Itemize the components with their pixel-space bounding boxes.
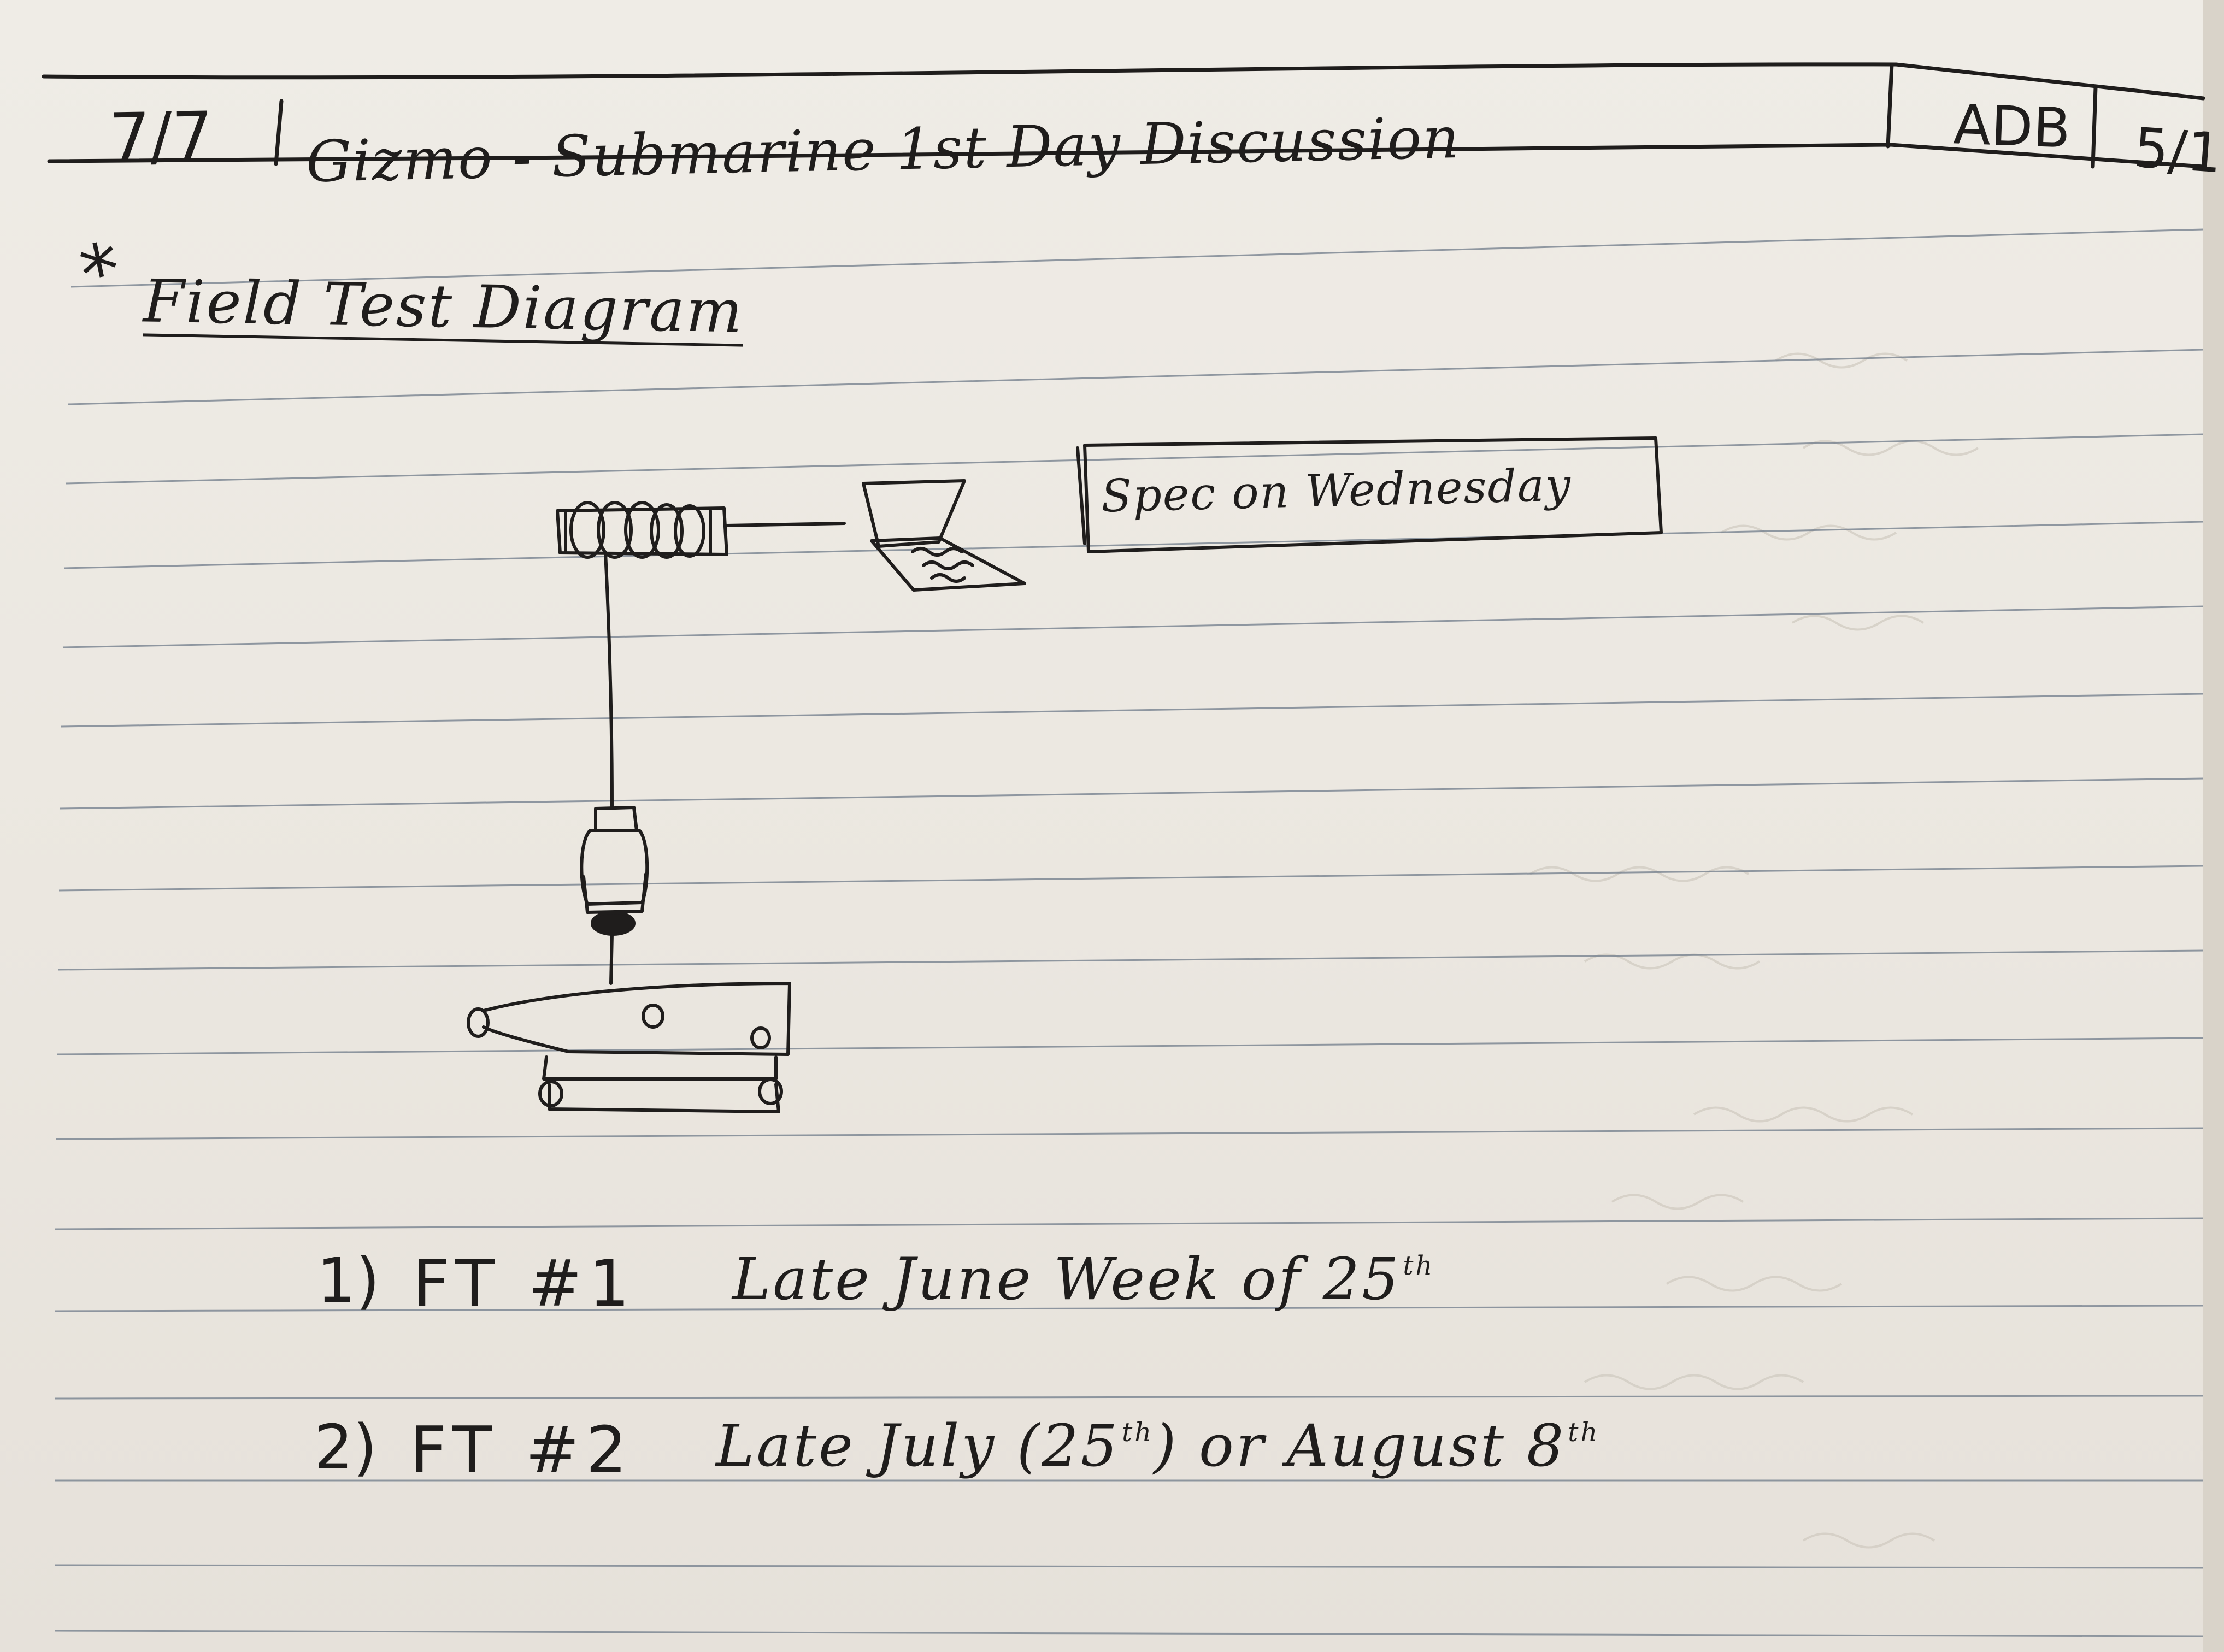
spec-note: Spec on Wednesday [1100,459,1573,523]
spec-note-box [1083,436,1663,553]
field-test-diagram [467,436,1663,1113]
base-stand [538,1055,783,1113]
cable-reel [556,501,728,559]
header-date: 7/7 [108,97,214,175]
item-code: FT #1 [413,1246,637,1321]
reel-to-laptop-cable [725,522,846,527]
laptop [862,479,1026,592]
header-page-ref: 5/1 [2132,115,2224,186]
header-initials: ADB [1952,92,2072,161]
item-number: 2) [314,1412,377,1483]
item-number: 1) [317,1246,380,1317]
bleed-through [1529,352,1979,1549]
buoy [580,806,649,985]
ruled-lines [54,228,2204,1637]
section-heading: Field Test Diagram [143,267,745,347]
tether-cable [604,551,614,810]
header-box [42,62,2205,169]
item-code: FT #2 [410,1412,634,1488]
item-text: Late July (25th) or August 8th [716,1412,1600,1479]
item-text: Late June Week of 25th [732,1246,1435,1313]
submarine [467,982,791,1056]
